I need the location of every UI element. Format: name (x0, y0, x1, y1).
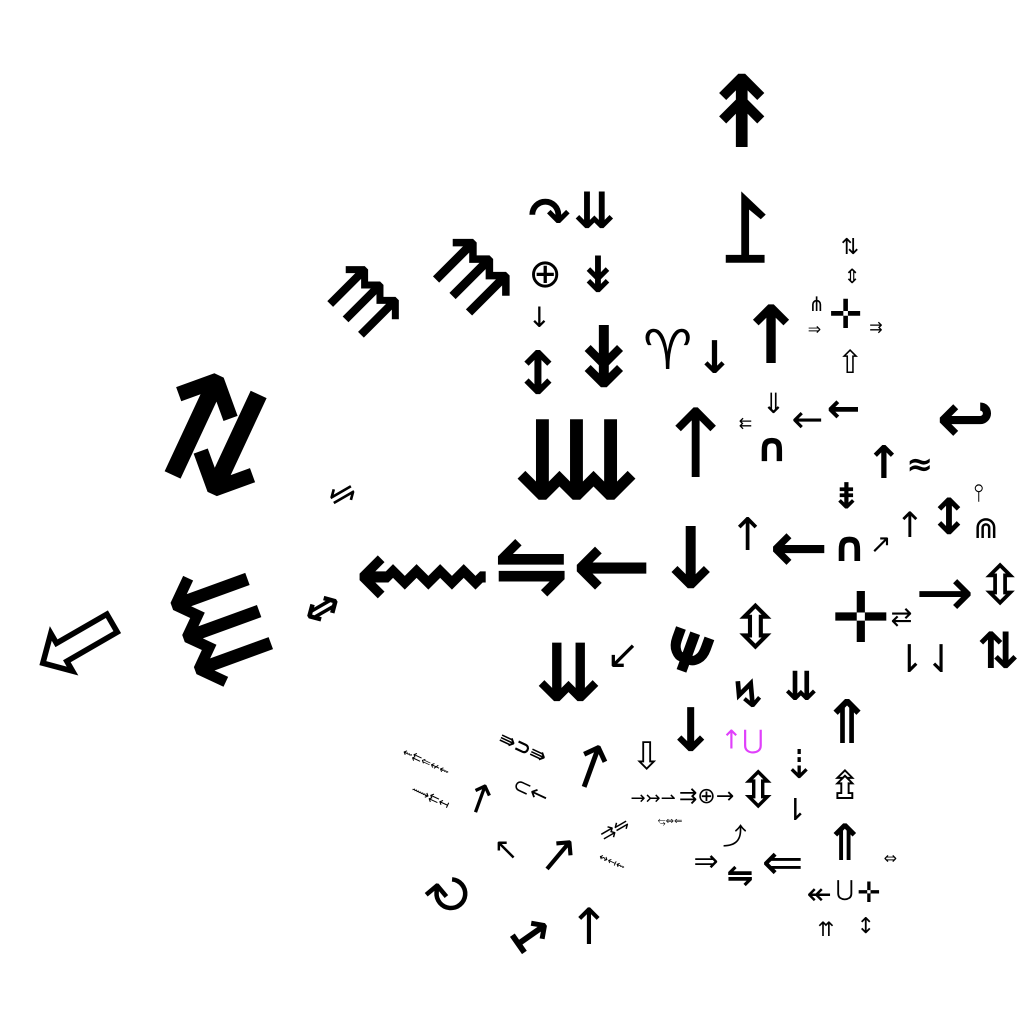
double-down-arrow-icon: ⇊ (573, 182, 616, 241)
zigzag-arrow-icon: ↯ (725, 667, 770, 722)
double-up-arrow-icon: ⇑ (824, 814, 866, 873)
up-down-arrow-icon: ↕ (512, 338, 564, 409)
two-headed-left-arrow-icon: ↞ (806, 877, 832, 913)
cross-arrow-icon: ✛ (857, 876, 881, 910)
left-right-double-arrow-icon: ⇔ (292, 575, 352, 640)
down-harpoon-icon: ⇂ (782, 792, 808, 828)
right-arrow-row: →↣⇀ (630, 787, 676, 809)
two-headed-down-arrow-icon: ↡ (577, 245, 619, 304)
small-arrow-row: ⇜⇇⇐↚⇜ (400, 744, 453, 779)
left-right-arrows-icon: ⇄ (890, 602, 913, 633)
down-arrow-icon: ↓ (527, 301, 552, 334)
wave-icon: ≈ (906, 444, 933, 483)
harpoons-icon: ⇋ (726, 855, 754, 894)
up-left-arrow-icon: ↖ (493, 831, 519, 867)
harpoons-icon: ⇋ (493, 512, 569, 618)
clockwise-arc-arrow-icon: ↷ (528, 186, 571, 245)
up-down-arrows-icon: ⇅ (119, 332, 308, 544)
double-down-arrow-icon: ⇊ (784, 664, 818, 711)
up-arrow-icon: ↑ (555, 726, 627, 810)
up-harpoon-bar-icon: ⥜ (723, 177, 767, 283)
up-down-double-arrow-icon: ⇳ (730, 592, 781, 663)
right-double-arrow-icon: ⇒ (693, 844, 719, 879)
up-arrow-icon: ↑ (737, 288, 805, 382)
double-left-arrow-icon: ⇇ (738, 413, 753, 433)
double-right-arrow-icon: ⇉ (869, 317, 883, 337)
circled-plus-arrow-chain-icon: ⇉⊕→ (678, 783, 735, 809)
up-down-arrow-icon: ↕ (927, 487, 970, 546)
double-cap-icon: ⋒ (973, 511, 999, 547)
double-down-arrow-icon: ⇊ (534, 627, 603, 721)
trident-arrow-icon: Ψ (655, 614, 722, 692)
left-right-double-arrow-icon: ⇔ (883, 848, 898, 868)
down-left-arrow-icon: ↙ (606, 632, 640, 679)
up-arrow-icon: ↑ (895, 505, 925, 546)
triple-right-arrow-icon: ⇶ (312, 250, 413, 350)
left-arrow-icon: ← (791, 397, 824, 442)
up-arrow-icon: ↑ (728, 508, 767, 561)
triple-down-arrow-icon: ⇶ (516, 413, 644, 506)
up-arrow-icon: ↑ (456, 772, 504, 828)
up-right-arrow-icon: ↗ (869, 529, 892, 560)
pitchfork-icon: ⋔ (808, 291, 825, 316)
right-double-arrow-icon: ⇒ (807, 319, 822, 339)
squiggle-left-arrow-icon: ⟿ (354, 523, 491, 634)
double-up-arrow-icon: ⇑ (821, 687, 873, 758)
up-down-double-arrow-icon: ⇳ (976, 553, 1024, 618)
circled-plus-icon: ⊕ (528, 250, 562, 297)
up-down-arrow-icon: ↕ (856, 914, 876, 940)
down-arrow-icon: ↓ (695, 330, 734, 384)
dashed-down-arrow-icon: ⇟ (831, 476, 862, 518)
harpoons-icon: ⇋ (320, 471, 363, 518)
triple-left-arrow-icon: ⇶ (157, 551, 288, 704)
small-arrow-row: ↭↤⇜ (596, 850, 628, 875)
right-arrow-icon: → (915, 551, 975, 634)
left-arrow-icon: ← (826, 386, 861, 432)
hollow-down-arrow-icon: ⇩ (630, 734, 663, 779)
left-arrow-icon: ← (769, 505, 829, 588)
up-arrow-icon: ↑ (568, 897, 610, 956)
double-down-arrow-icon: ⇓ (761, 386, 786, 420)
cross-arrow-icon: ✛ (831, 577, 891, 659)
up-down-arrows-icon: ⇅ (977, 622, 1020, 681)
dashed-down-arrow-icon: ⇣ (782, 741, 816, 788)
cross-arrow-icon: ✛ (828, 292, 863, 339)
left-double-arrow-icon: ⇐ (761, 832, 804, 891)
curved-up-arrow-icon: ⤴ (722, 822, 747, 851)
cap-icon: ∩ (755, 424, 789, 471)
hollow-up-arrow-icon: ⇧ (836, 342, 864, 381)
up-arrow-crossbar-icon: ↟ (700, 54, 784, 172)
up-down-double-arrow-icon: ⇳ (737, 760, 780, 819)
up-arrow-icon: ↑ (655, 389, 736, 500)
small-arrow-row: ⟿⇇↤ (408, 782, 452, 814)
down-arrow-icon: ↓ (665, 696, 716, 767)
clockwise-arrow-icon: ↻ (412, 855, 489, 935)
double-up-arrow-icon: ⇈ (817, 916, 835, 941)
up-tack-icon: ⫯ (973, 478, 984, 507)
maps-to-arrow-icon: ↦ (496, 898, 565, 970)
left-arrow-icon: ← (572, 510, 652, 621)
down-arrow-icon: ↓ (655, 509, 727, 609)
up-arrow-icon: ↑ (522, 820, 593, 892)
up-down-arrows-icon: ⇅ (840, 234, 860, 260)
two-headed-down-arrow-icon: ↡ (568, 308, 640, 408)
highlighted-up-arrow-union-icon: ↑⋃ (720, 725, 764, 756)
down-harpoons-icon: ⇂⇃ (893, 637, 958, 682)
triple-right-arrow-icon: ⇶ (416, 221, 524, 329)
small-arrow-row: ⥃⇔⇐ (657, 815, 683, 827)
subset-left-arrow-icon: ⊂← (507, 772, 552, 811)
curled-arrow-icon: ♈ (642, 318, 693, 382)
hollow-up-arrow-icon: ⇯ (828, 762, 862, 809)
hooked-left-arrow-icon: ↩ (936, 377, 996, 459)
hollow-left-arrow-icon: ⇦ (1, 557, 153, 723)
harpoon-pair-icon: ⇉⇋ (596, 813, 634, 847)
union-icon: ⋃ (835, 876, 854, 902)
up-down-double-arrow-icon: ⇕ (843, 263, 861, 288)
cap-icon: ∩ (832, 522, 867, 572)
up-arrow-icon: ↑ (864, 436, 903, 490)
triple-arrow-row: ⇛⊃⇛ (495, 725, 551, 769)
